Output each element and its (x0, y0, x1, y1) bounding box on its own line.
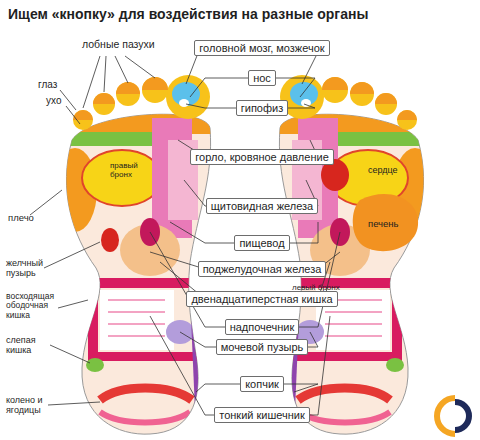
organ-label: правый бронх (110, 162, 150, 180)
organ-label-center: нос (248, 70, 276, 86)
organ-label: лобные пазухи (82, 39, 155, 51)
organ-label: восходящая ободочная кишка (6, 292, 62, 320)
organ-label-center: мочевой пузырь (216, 339, 309, 355)
leader-lines-part (115, 56, 128, 83)
leader-lines-part (48, 402, 100, 405)
left-foot (53, 75, 215, 434)
leader-lines-part (125, 56, 155, 78)
foot-specific-zones-part (101, 228, 119, 252)
organ-label: колено и ягодицы (6, 396, 52, 416)
organ-label: печень (368, 219, 399, 229)
organ-label-center: надпочечник (225, 319, 300, 335)
watermark-logo (437, 398, 469, 434)
leader-lines-part (50, 345, 90, 363)
foot-specific-zones-part (353, 194, 418, 251)
organ-label-center: головной мозг, мозжечок (194, 40, 329, 56)
leader-lines-part (60, 90, 76, 110)
organ-label: глаз (38, 79, 57, 90)
leader-lines-part (30, 190, 62, 215)
organ-label-center: двенадцатиперстная кишка (186, 291, 337, 307)
leader-lines-part (150, 232, 340, 327)
organ-label-center: щитовидная железа (206, 198, 318, 214)
leader-lines-part (83, 56, 100, 108)
organ-label: желчный пузырь (6, 259, 46, 279)
leader-lines-part (104, 56, 106, 92)
organ-label: сердце (368, 166, 398, 176)
organ-label-center: тонкий кишечник (214, 407, 310, 423)
watermark-logo-part (437, 398, 455, 434)
leader-lines-part (66, 106, 80, 124)
organ-label-center: горло, кровяное давление (190, 149, 334, 165)
leader-lines-part (150, 316, 330, 415)
organ-label: слепая кишка (6, 336, 50, 356)
organ-label-center: гипофиз (236, 100, 288, 116)
leader-lines-part (44, 242, 100, 268)
organ-label-center: пищевод (234, 235, 289, 251)
leader-lines-part (58, 300, 88, 308)
organ-label-center: поджелудочная железа (198, 261, 327, 277)
leader-lines (30, 48, 340, 415)
diagram-title: Ищем «кнопку» для воздействия на разные … (8, 6, 368, 22)
organ-label: плечо (8, 213, 34, 223)
organ-label: ухо (46, 95, 61, 106)
right-foot (275, 75, 437, 434)
organ-label-center: копчик (240, 376, 284, 392)
foot-specific-zones (101, 159, 418, 252)
watermark-logo-part (455, 402, 469, 430)
